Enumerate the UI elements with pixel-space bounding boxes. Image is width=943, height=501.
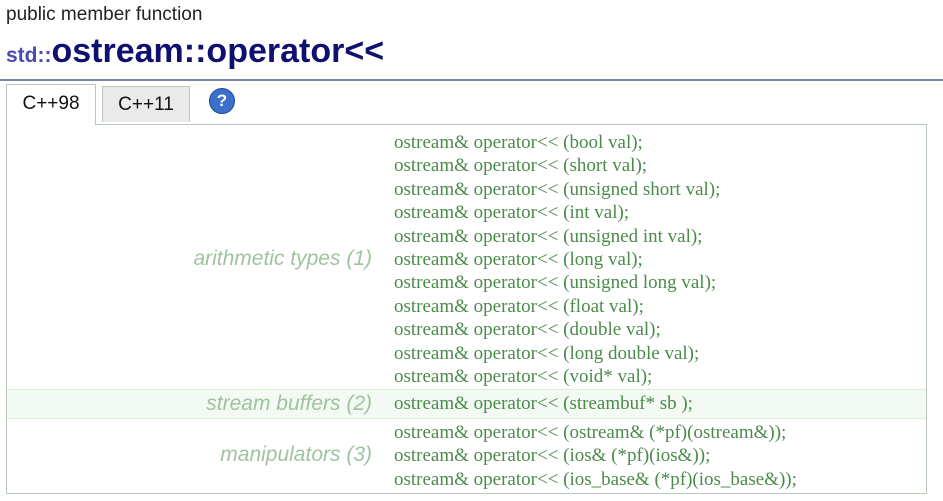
- declaration-line: ostream& operator<< (float val);: [394, 295, 644, 317]
- declaration-line: ostream& operator<< (ostream& (*pf)(ostr…: [394, 422, 787, 443]
- tab-cpp98[interactable]: C++98: [6, 84, 96, 125]
- group-manipulators: manipulators (3) ostream& operator<< (os…: [7, 421, 926, 493]
- declaration-line: ostream& operator<< (void* val);: [394, 366, 653, 387]
- group-label-manipulators: manipulators (3): [220, 443, 372, 466]
- declarations-panel: arithmetic types (1) ostream& operator<<…: [6, 124, 927, 494]
- declaration-line: ostream& operator<< (ios& (*pf)(ios&));: [394, 445, 711, 467]
- declaration-line: ostream& operator<< (unsigned short val)…: [394, 178, 721, 200]
- group-separator: [7, 389, 926, 390]
- group-stream-buffers: stream buffers (2) ostream& operator<< (…: [7, 390, 926, 418]
- group-separator: [7, 418, 926, 419]
- group-label-arithmetic-types: arithmetic types (1): [193, 247, 372, 270]
- declaration-line: ostream& operator<< (short val);: [394, 155, 648, 177]
- title-class-name: ostream: [51, 32, 184, 70]
- title-operator: ::operator<<: [183, 32, 385, 70]
- page-subtitle: public member function: [6, 4, 203, 25]
- declaration-line: ostream& operator<< (unsigned long val);: [394, 272, 717, 294]
- declaration-line: ostream& operator<< (long val);: [394, 249, 643, 270]
- page-title: std::ostream::operator<<: [6, 32, 384, 71]
- declaration-line: ostream& operator<< (ios_base& (*pf)(ios…: [394, 468, 797, 490]
- group-label-stream-buffers: stream buffers (2): [206, 392, 372, 415]
- declaration-line: ostream& operator<< (streambuf* sb );: [394, 393, 693, 414]
- declaration-line: ostream& operator<< (unsigned int val);: [394, 225, 703, 247]
- tab-cpp11[interactable]: C++11: [102, 86, 190, 122]
- declaration-line: ostream& operator<< (double val);: [394, 319, 661, 341]
- declaration-line: ostream& operator<< (bool val);: [394, 132, 643, 153]
- title-namespace: std::: [6, 44, 52, 67]
- declaration-line: ostream& operator<< (int val);: [394, 202, 630, 224]
- declaration-line: ostream& operator<< (long double val);: [394, 342, 700, 364]
- title-underline: [0, 79, 943, 81]
- group-arithmetic-types: arithmetic types (1) ostream& operator<<…: [7, 131, 926, 391]
- help-icon[interactable]: ?: [209, 88, 235, 114]
